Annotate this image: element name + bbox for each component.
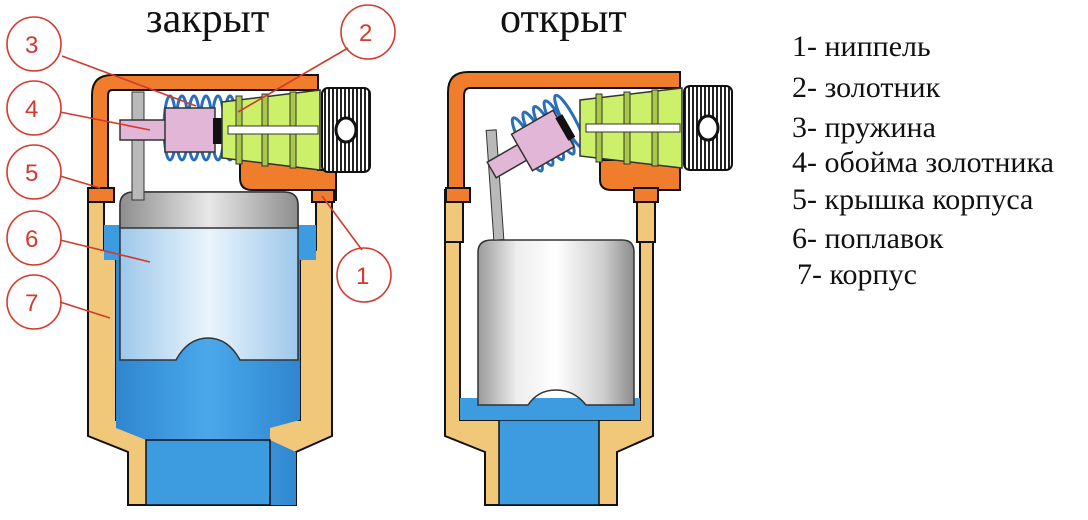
valve-open — [444, 71, 733, 506]
spool-holder-open — [486, 109, 576, 179]
legend-item-spool: 2- золотник — [792, 71, 941, 104]
legend-item-float: 6- поплавок — [792, 222, 944, 255]
legend-item-spring: 3- пружина — [792, 111, 936, 144]
callout-7: 7 — [25, 290, 38, 317]
float-open — [477, 239, 635, 406]
callout-3: 3 — [25, 32, 38, 59]
spool-holder-closed — [119, 119, 171, 141]
callout-1: 1 — [356, 263, 369, 290]
legend-item-nipple: 1- ниппель — [792, 30, 931, 63]
callout-4: 4 — [25, 96, 38, 123]
legend-item-spool-holder: 4- обойма золотника — [792, 146, 1054, 179]
legend: 1- ниппель 2- золотник 3- пружина 4- обо… — [792, 30, 1054, 291]
callout-2: 2 — [359, 20, 372, 47]
valve-closed — [87, 74, 371, 506]
legend-item-housing: 7- корпус — [797, 258, 917, 291]
callout-6: 6 — [25, 226, 38, 253]
callouts — [6, 4, 396, 330]
title-open: открыт — [500, 0, 627, 42]
title-closed: закрыт — [146, 0, 269, 42]
legend-item-cover: 5- крышка корпуса — [792, 183, 1033, 216]
callout-5: 5 — [25, 160, 38, 187]
